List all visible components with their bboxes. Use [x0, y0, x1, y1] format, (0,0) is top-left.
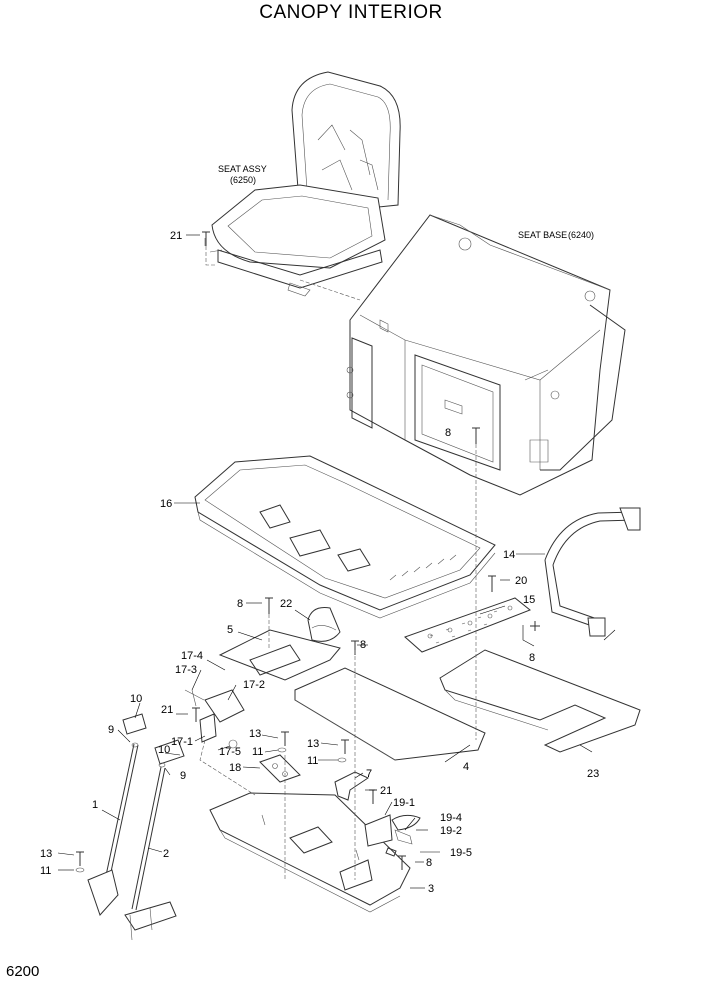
callout: 11	[40, 865, 51, 877]
callout: 8	[237, 598, 243, 610]
callout: 17-2	[243, 679, 265, 691]
callout: 13	[307, 738, 319, 750]
callout: 17-1	[171, 736, 193, 748]
callout: 15	[523, 594, 535, 606]
callout: 11	[307, 755, 318, 767]
callout: 14	[503, 549, 515, 561]
page-title: CANOPY INTERIOR	[259, 2, 443, 23]
callout: 18	[229, 762, 241, 774]
bracket-part	[218, 629, 341, 681]
callout: 8	[426, 857, 432, 869]
callout: 23	[587, 768, 599, 780]
callout: 8	[529, 652, 535, 664]
callout: 8	[360, 639, 366, 651]
base-plate-part	[209, 792, 411, 913]
plate-part	[404, 597, 531, 653]
callout: 21	[161, 704, 173, 716]
floor-panel-part	[294, 667, 486, 761]
callout: 10	[158, 744, 170, 756]
callout: 17-4	[181, 650, 203, 662]
pedal-bracket-part	[184, 689, 245, 749]
callout: 19-1	[393, 797, 415, 809]
callout: 19-2	[440, 825, 462, 837]
callout: 22	[280, 598, 292, 610]
side-cover-part	[439, 649, 641, 753]
callout: 17-5	[219, 746, 241, 758]
seat-base-ref: (6240)	[568, 230, 594, 240]
callout: 10	[130, 693, 142, 705]
seat-base-label: SEAT BASE	[518, 230, 567, 240]
callout: 5	[227, 624, 233, 636]
callout: 11	[252, 746, 263, 758]
callout: 4	[463, 761, 469, 773]
lever-bracket-part	[259, 754, 301, 783]
small-bracket-part	[334, 771, 370, 801]
callout: 9	[108, 724, 114, 736]
latch-assembly-part	[364, 814, 421, 847]
seat-assy-ref: (6250)	[230, 175, 256, 185]
callout: 7	[366, 768, 372, 780]
leader-lines	[57, 234, 616, 889]
boot-part	[307, 607, 341, 642]
seat-base-assembly	[346, 214, 626, 496]
callout: 3	[428, 883, 434, 895]
page-number: 6200	[6, 963, 40, 980]
grab-handle-part	[544, 507, 641, 637]
floor-mat-part	[194, 455, 496, 619]
seat-assembly	[204, 71, 401, 297]
callout: 17-3	[175, 664, 197, 676]
callout: 21	[170, 230, 182, 242]
callout: 21	[380, 785, 392, 797]
callout: 19-5	[450, 847, 472, 859]
callout: 2	[163, 848, 169, 860]
callout: 8	[445, 427, 451, 439]
callout: 19-4	[440, 812, 462, 824]
callout-labels: 21 8 16 14 20 15 8 22 8 5 8 23 17-4 17-3…	[40, 230, 599, 895]
seat-assy-label: SEAT ASSY	[218, 164, 267, 174]
callout: 16	[160, 498, 172, 510]
callout: 20	[515, 575, 527, 587]
callout: 9	[180, 770, 186, 782]
callout: 13	[249, 728, 261, 740]
callout: 13	[40, 848, 52, 860]
callout: 1	[92, 799, 98, 811]
